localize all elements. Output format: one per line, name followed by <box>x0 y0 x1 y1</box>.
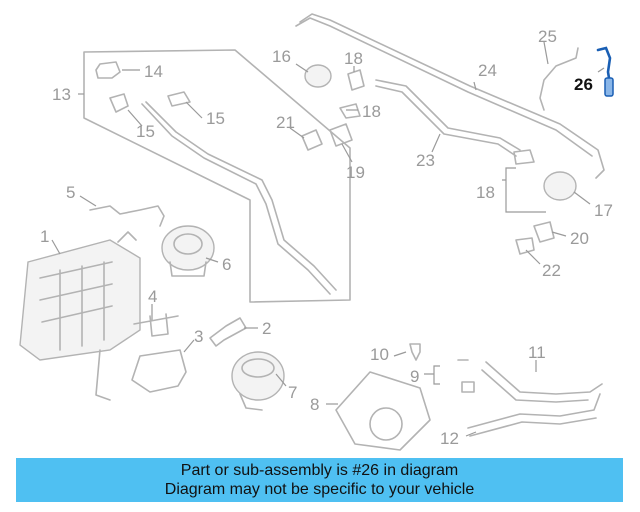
callout-3: 3 <box>194 327 203 346</box>
callout-6: 6 <box>222 255 231 274</box>
part-10-clip <box>409 343 421 361</box>
callout-4: 4 <box>148 287 157 306</box>
callout-2: 2 <box>262 319 271 338</box>
parts-group-panel <box>83 49 351 303</box>
part-25-sensor <box>539 47 579 111</box>
callout-8: 8 <box>310 395 319 414</box>
callout-26-highlighted: 26 <box>574 75 593 94</box>
part-18-gasket-top <box>347 69 365 91</box>
part-15-clamp-b <box>167 91 191 107</box>
part-5-harness <box>89 205 165 227</box>
callout-15-b: 15 <box>206 109 225 128</box>
part-18-gasket-mid <box>339 103 361 119</box>
callout-1: 1 <box>40 227 49 246</box>
part-9-grommets <box>457 359 475 393</box>
banner-line-1: Part or sub-assembly is #26 in diagram <box>180 462 459 479</box>
part-8-bracket <box>335 371 431 451</box>
callout-5: 5 <box>66 183 75 202</box>
part-15-clamp-a <box>109 93 129 113</box>
callout-16: 16 <box>272 47 291 66</box>
callout-22: 22 <box>542 261 561 280</box>
part-18-gasket-lower <box>513 149 535 165</box>
part-24-pipe <box>299 13 605 179</box>
part-7-air-pump <box>231 351 285 411</box>
part-6-pump <box>161 225 215 277</box>
part-23-pipe <box>375 79 521 151</box>
part-12-hose <box>467 393 601 429</box>
callout-20: 20 <box>570 229 589 248</box>
callout-13: 13 <box>52 85 71 104</box>
part-17-valve <box>543 171 577 201</box>
callout-18-top: 18 <box>344 49 363 68</box>
callout-19: 19 <box>346 163 365 182</box>
callout-23: 23 <box>416 151 435 170</box>
callout-21: 21 <box>276 113 295 132</box>
info-banner: Part or sub-assembly is #26 in diagram D… <box>16 458 623 502</box>
callout-15-a: 15 <box>136 122 155 141</box>
part-tube-long <box>145 101 337 291</box>
callout-7: 7 <box>288 383 297 402</box>
callout-10: 10 <box>370 345 389 364</box>
callout-9: 9 <box>410 367 419 386</box>
callout-14: 14 <box>144 62 163 81</box>
part-4-valve <box>133 313 179 337</box>
leader-lines <box>51 41 605 437</box>
part-canister <box>19 231 141 401</box>
part-22-bracket <box>515 237 535 255</box>
callout-11: 11 <box>528 343 546 362</box>
banner-line-2: Diagram may not be specific to your vehi… <box>164 481 475 498</box>
part-2-elbow <box>209 317 247 347</box>
part-19-flange <box>329 123 353 147</box>
part-11-hose <box>485 361 603 395</box>
part-20-bracket <box>533 221 555 243</box>
callout-17: 17 <box>594 201 613 220</box>
part-16-valve <box>304 64 332 88</box>
part-26-sensor <box>596 46 614 97</box>
part-3-bracket <box>131 349 187 393</box>
callout-24: 24 <box>478 61 497 80</box>
part-21-flange <box>301 129 323 151</box>
callout-18-lower: 18 <box>476 183 495 202</box>
callout-12: 12 <box>440 429 459 448</box>
callout-25: 25 <box>538 27 557 46</box>
callout-18-mid: 18 <box>362 102 381 121</box>
part-14-hose <box>95 61 121 79</box>
